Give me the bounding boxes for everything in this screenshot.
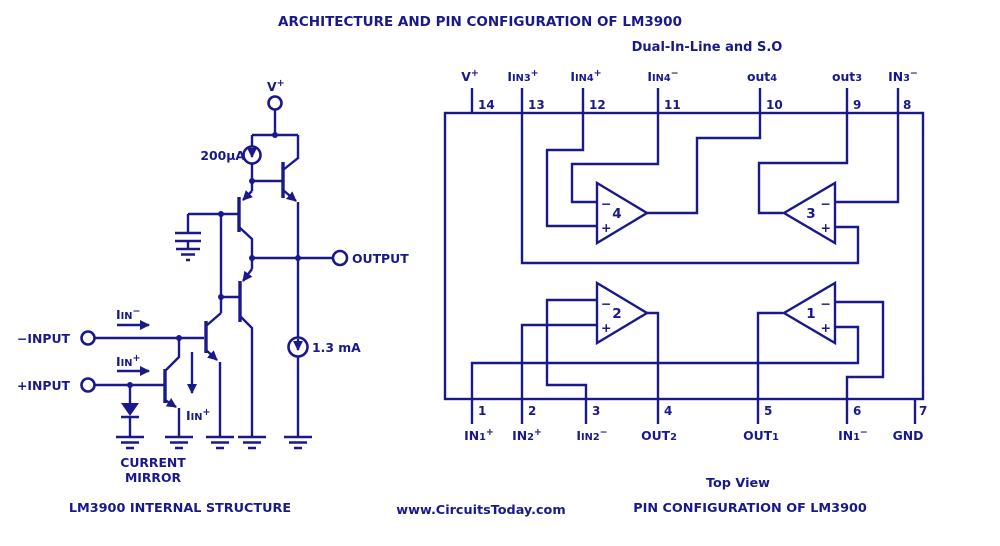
output-label: OUTPUT [352, 251, 409, 266]
pos-input-terminal [80, 377, 96, 393]
dip-package-outline [443, 111, 925, 401]
opamp-1-number: 1 [806, 306, 815, 322]
svg-text:V+: V+ [461, 68, 479, 84]
svg-text:IN1−: IN1− [838, 427, 868, 443]
svg-text:IIN4−: IIN4− [647, 68, 678, 84]
svg-text:4: 4 [664, 404, 672, 418]
page-title: ARCHITECTURE AND PIN CONFIGURATION OF LM… [278, 14, 682, 30]
top-pin-labels: V+ IIN3+ IIN4+ IIN4− out4 out3 IN3− [461, 68, 918, 84]
current-source-200uA [242, 145, 262, 165]
opamp-3-number: 3 [806, 206, 815, 222]
opamp-4-symbol [595, 180, 650, 246]
opamp-2-number: 2 [612, 306, 621, 322]
cs-1p3ma-label: 1.3 mA [312, 340, 361, 355]
cs-200ua-label: 200μA [200, 148, 245, 163]
current-mirror-label-2: MIRROR [125, 470, 182, 485]
svg-text:2: 2 [528, 404, 536, 418]
svg-text:10: 10 [766, 98, 783, 112]
svg-text:IN1+: IN1+ [464, 427, 494, 443]
neg-input-terminal [80, 330, 96, 346]
svg-text:7: 7 [919, 404, 927, 418]
internal-structure-schematic: V+ 200μA 1.3 mA OUTPUT −INPUT +INPUT IIN… [17, 78, 409, 516]
opamp-2-plus: + [601, 320, 611, 335]
svg-text:out3: out3 [832, 69, 862, 84]
current-source-1p3mA [287, 336, 309, 358]
internal-wires [95, 110, 333, 437]
bottom-pin-stubs [470, 399, 917, 424]
bottom-pin-labels: IN1+ IN2+ IIN2− OUT2 OUT1 IN1− GND [464, 427, 923, 443]
svg-text:3: 3 [592, 404, 600, 418]
iin-neg-label: IIN− [116, 306, 140, 322]
q-pulldown-emitter-arrow [242, 268, 253, 282]
iin-pos-label: IIN+ [116, 353, 140, 369]
output-terminal [331, 249, 349, 267]
opamp-1-minus: − [821, 296, 831, 311]
package-subtitle: Dual-In-Line and S.O [632, 40, 783, 55]
svg-text:12: 12 [589, 98, 606, 112]
svg-text:IN3−: IN3− [888, 68, 918, 84]
transistor-bars [163, 162, 285, 403]
ground-symbols [116, 435, 312, 450]
q-mid-emitter-arrow [242, 190, 253, 201]
compensation-capacitor [175, 231, 201, 262]
capacitor-ground-symbol [176, 247, 200, 262]
watermark-text: www.CircuitsToday.com [396, 503, 565, 518]
svg-text:out4: out4 [747, 69, 777, 84]
opamp-3-plus: + [821, 220, 831, 235]
top-pin-stubs [470, 88, 900, 113]
opamp-1-plus: + [821, 320, 831, 335]
svg-text:OUT1: OUT1 [743, 428, 779, 443]
svg-text:OUT2: OUT2 [641, 428, 677, 443]
opamp-3-minus: − [821, 196, 831, 211]
top-view-label: Top View [706, 476, 770, 491]
q-output-emitter-arrow [282, 189, 297, 202]
q-mirror-emitter-arrow [164, 397, 177, 409]
svg-text:6: 6 [853, 404, 861, 418]
svg-text:5: 5 [764, 404, 772, 418]
svg-text:9: 9 [853, 98, 861, 112]
svg-text:1: 1 [478, 404, 486, 418]
q-input-emitter-arrow [205, 349, 218, 361]
bottom-pin-numbers: 1 2 3 4 5 6 7 [478, 404, 927, 418]
svg-text:IN2+: IN2+ [512, 427, 542, 443]
vplus-label: V+ [267, 78, 285, 94]
package-internal-wiring [470, 113, 900, 399]
opamp-3-symbol [781, 180, 837, 246]
svg-text:IIN4+: IIN4+ [570, 68, 601, 84]
opamp-1-symbol [781, 280, 837, 346]
svg-text:GND: GND [893, 428, 924, 443]
opamp-2-symbol [595, 280, 650, 346]
opamp-2-minus: − [601, 296, 611, 311]
pin-configuration-caption: PIN CONFIGURATION OF LM3900 [633, 501, 867, 516]
vplus-terminal [267, 95, 283, 111]
svg-text:13: 13 [528, 98, 545, 112]
neg-input-label: −INPUT [17, 331, 71, 346]
svg-text:11: 11 [664, 98, 681, 112]
junction-dots [127, 132, 301, 388]
pos-input-label: +INPUT [17, 378, 71, 393]
svg-text:IIN2−: IIN2− [576, 427, 607, 443]
iin-pos-down-label: IIN+ [186, 407, 210, 423]
svg-text:14: 14 [478, 98, 495, 112]
pin-configuration-diagram: 4 − + 3 − + 2 − + 1 − + 14 13 12 11 10 9… [443, 68, 927, 516]
svg-text:8: 8 [903, 98, 911, 112]
current-mirror-label-1: CURRENT [120, 455, 186, 470]
opamp-4-minus: − [601, 196, 611, 211]
opamp-4-plus: + [601, 220, 611, 235]
opamp-4-number: 4 [612, 206, 621, 222]
svg-text:IIN3+: IIN3+ [507, 68, 538, 84]
internal-structure-caption: LM3900 INTERNAL STRUCTURE [69, 501, 291, 516]
top-pin-numbers: 14 13 12 11 10 9 8 [478, 98, 911, 112]
input-clamp-diode [121, 403, 139, 419]
